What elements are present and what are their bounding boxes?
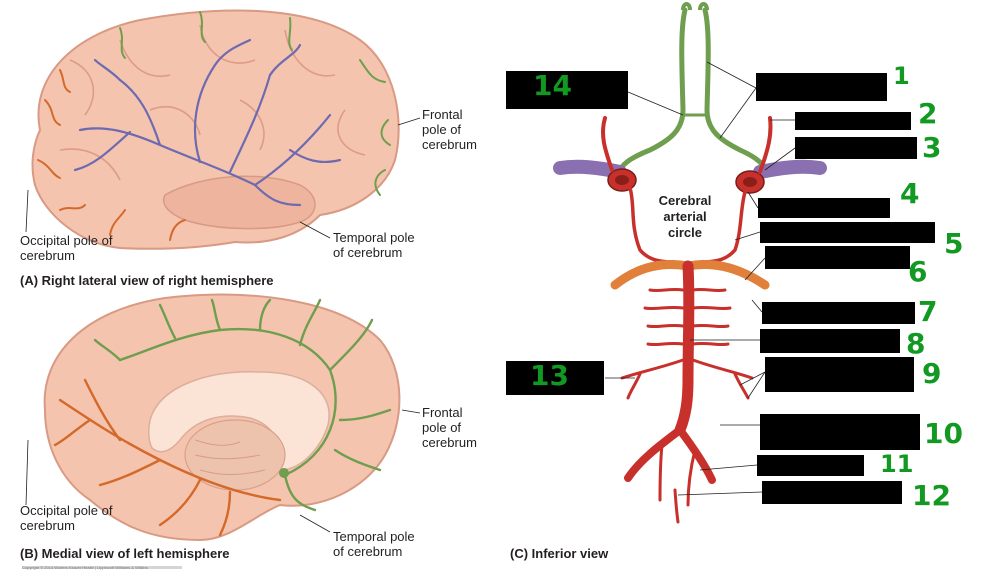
redaction-box-9 bbox=[765, 357, 914, 392]
b-occipital-pole-label: Occipital pole of cerebrum bbox=[20, 503, 113, 533]
handwritten-number-6: 6 bbox=[908, 255, 928, 288]
redaction-box-14 bbox=[506, 71, 628, 109]
handwritten-number-7: 7 bbox=[918, 295, 938, 328]
redaction-box-13 bbox=[506, 361, 604, 395]
redaction-box-11 bbox=[757, 455, 864, 476]
redaction-box-8 bbox=[760, 329, 900, 353]
panel-c-title: (C) Inferior view bbox=[510, 546, 609, 561]
a-occipital-pole-label: Occipital pole of cerebrum bbox=[20, 233, 113, 263]
b-temporal-pole-label: Temporal pole of cerebrum bbox=[333, 529, 415, 559]
cerebral-arterial-circle-label: Cerebral arterial circle bbox=[658, 193, 712, 240]
handwritten-number-12: 12 bbox=[912, 479, 951, 512]
redaction-box-10 bbox=[760, 414, 920, 450]
handwritten-number-4: 4 bbox=[900, 177, 920, 210]
a-temporal-pole-label: Temporal pole of cerebrum bbox=[333, 230, 415, 260]
redaction-box-5 bbox=[760, 222, 935, 243]
redaction-box-6 bbox=[765, 246, 910, 269]
handwritten-number-10: 10 bbox=[924, 417, 963, 450]
copyright-notice: Copyright © 2014 Wolters Kluwer Health |… bbox=[22, 565, 148, 570]
handwritten-number-11: 11 bbox=[880, 450, 914, 478]
handwritten-number-1: 1 bbox=[893, 62, 910, 90]
medial-brain bbox=[25, 293, 421, 542]
lateral-brain bbox=[25, 9, 421, 250]
arterial-tree bbox=[553, 2, 827, 524]
redaction-box-4 bbox=[758, 198, 890, 218]
redaction-box-1 bbox=[756, 73, 887, 101]
b-frontal-pole-label: Frontal pole of cerebrum bbox=[422, 405, 477, 450]
handwritten-number-13: 13 bbox=[530, 359, 569, 392]
handwritten-number-14: 14 bbox=[533, 69, 572, 102]
redaction-box-12 bbox=[762, 481, 902, 504]
redaction-box-3 bbox=[795, 137, 917, 159]
handwritten-number-5: 5 bbox=[944, 227, 964, 260]
panel-a-title: (A) Right lateral view of right hemisphe… bbox=[20, 273, 274, 288]
a-frontal-pole-label: Frontal pole of cerebrum bbox=[422, 107, 477, 152]
redaction-box-2 bbox=[795, 112, 911, 130]
panel-b-title: (B) Medial view of left hemisphere bbox=[20, 546, 230, 561]
handwritten-number-8: 8 bbox=[906, 327, 926, 360]
handwritten-number-9: 9 bbox=[922, 357, 942, 390]
redaction-box-7 bbox=[762, 302, 915, 324]
handwritten-number-2: 2 bbox=[918, 97, 938, 130]
handwritten-number-3: 3 bbox=[922, 131, 942, 164]
